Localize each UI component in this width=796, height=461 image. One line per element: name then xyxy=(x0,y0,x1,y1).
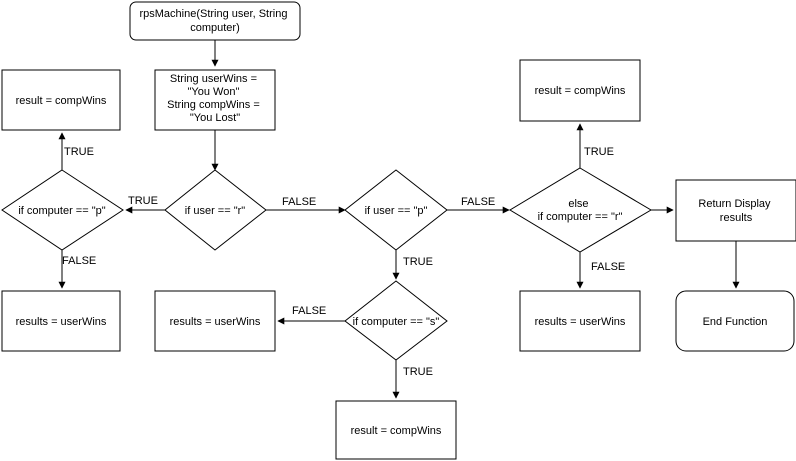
node-text-line: results = userWins xyxy=(170,316,261,328)
edge-label-true: TRUE xyxy=(584,146,614,158)
node-text-line: if computer == "p" xyxy=(18,205,105,217)
node-text-line: "You Won" xyxy=(188,86,240,98)
node-text-line: if user == "r" xyxy=(185,205,245,217)
right-true-result-node: result = compWins xyxy=(519,59,641,122)
left-false-result-node: results = userWins xyxy=(1,290,121,352)
node-text-line: result = compWins xyxy=(351,425,442,437)
node-text-line: if computer == "r" xyxy=(538,211,623,223)
node-text-line: rpsMachine(String user, String xyxy=(139,8,287,20)
svg-text:Return Display results: Return Display results xyxy=(698,198,773,224)
mid-true-result-node: result = compWins xyxy=(335,400,457,460)
edge-label-false: FALSE xyxy=(292,305,326,317)
if-user-r-decision: if user == "r" xyxy=(164,169,267,251)
node-text-line: if user == "p" xyxy=(365,205,428,217)
else-computer-r-decision: else if computer == "r" xyxy=(509,167,652,253)
start-node: rpsMachine(String user, String computer) xyxy=(129,1,301,41)
edge-label-false: FALSE xyxy=(461,196,495,208)
node-text-line: End Function xyxy=(703,316,768,328)
end-function-node: End Function xyxy=(675,290,795,352)
edge-labels: TRUE TRUE FALSE FALSE TRUE FALSE TRUE FA… xyxy=(62,146,625,378)
edge-label-true: TRUE xyxy=(64,146,94,158)
if-user-p-decision: if user == "p" xyxy=(344,169,448,251)
node-text-line: else xyxy=(568,198,588,210)
svg-text:rpsMachine(String user, String: rpsMachine(String user, String computer) xyxy=(139,8,290,34)
return-display-node: Return Display results xyxy=(675,179,796,242)
node-text-line: results = userWins xyxy=(16,316,107,328)
node-text-line: Return Display xyxy=(698,198,771,210)
node-text-line: String compWins = xyxy=(167,99,260,111)
init-variables-node: String userWins = "You Won" String compW… xyxy=(154,69,276,131)
node-text-line: String userWins = xyxy=(170,73,257,85)
edge-label-false: FALSE xyxy=(282,196,316,208)
svg-text:String userWins = "You W: String userWins = "You Won" String compW… xyxy=(167,73,263,124)
right-false-result-node: results = userWins xyxy=(519,290,641,352)
node-text-line: if computer == "s" xyxy=(353,316,440,328)
if-computer-s-decision: if computer == "s" xyxy=(344,280,448,361)
edge-label-false: FALSE xyxy=(62,255,96,267)
left-true-result-node: result = compWins xyxy=(1,69,121,131)
edge-label-false: FALSE xyxy=(591,261,625,273)
node-text-line: results xyxy=(720,212,753,224)
svg-text:else if computer == "r": else if computer == "r" xyxy=(538,198,623,223)
mid-false-result-node: results = userWins xyxy=(154,290,276,352)
edge-label-true: TRUE xyxy=(128,195,158,207)
node-text-line: results = userWins xyxy=(535,316,626,328)
node-text-line: result = compWins xyxy=(535,85,626,97)
edge-label-true: TRUE xyxy=(403,366,433,378)
node-text-line: "You Lost" xyxy=(190,112,240,124)
edges xyxy=(58,40,740,399)
if-computer-p-decision: if computer == "p" xyxy=(1,169,124,251)
node-text-line: computer) xyxy=(190,22,240,34)
edge-label-true: TRUE xyxy=(403,256,433,268)
node-text-line: result = compWins xyxy=(16,95,107,107)
